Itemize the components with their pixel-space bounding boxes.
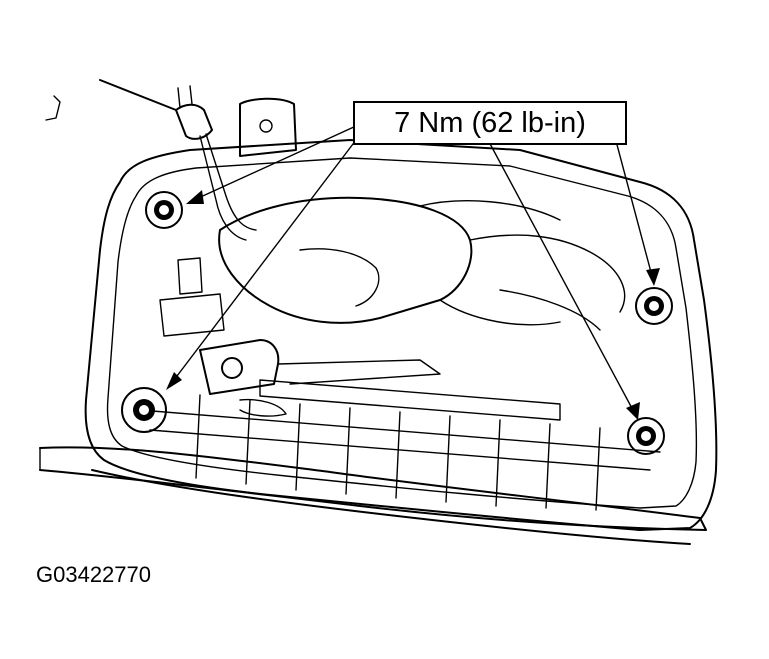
bolt-upper-left [145, 191, 183, 229]
lower-housing [39, 446, 707, 545]
bottom-ribs [139, 379, 661, 511]
shift-lever [218, 196, 626, 331]
wire-harness [45, 79, 257, 241]
pivot-linkage [159, 257, 441, 417]
leader-lines [166, 125, 660, 420]
bolt-lower-right [627, 417, 665, 455]
bolt-upper-right [635, 287, 673, 325]
figure-id-label: G03422770 [36, 562, 151, 587]
shifter-bracket [84, 139, 718, 531]
torque-callout: 7 Nm (62 lb-in) [353, 101, 627, 145]
bolt-lower-left [121, 387, 167, 433]
top-tab [239, 97, 297, 157]
